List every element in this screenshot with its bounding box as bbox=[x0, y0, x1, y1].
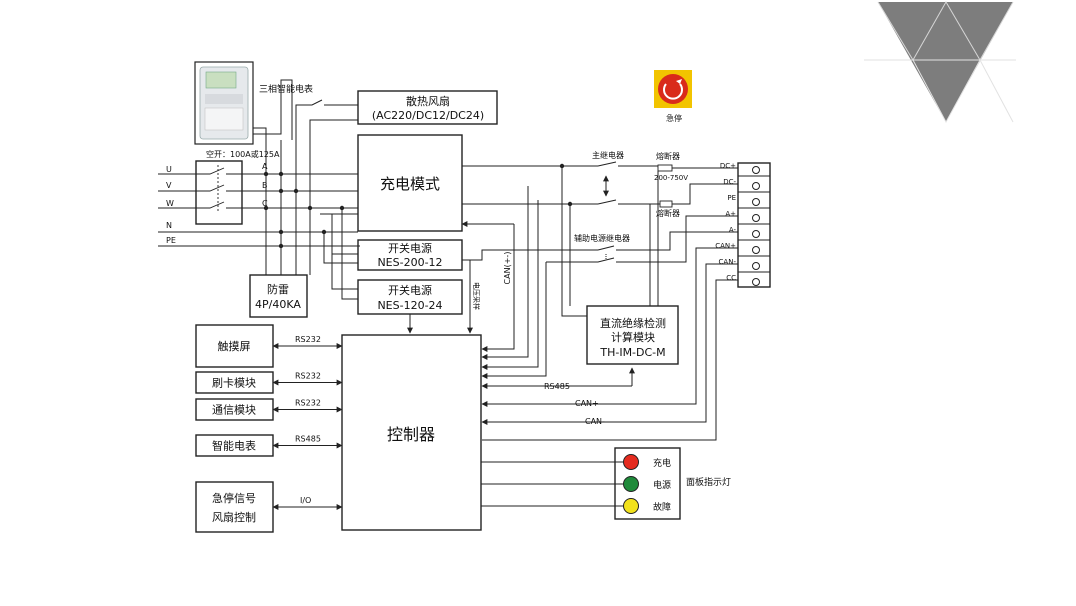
estop-icon bbox=[654, 70, 692, 108]
terminal-label: CAN- bbox=[719, 258, 737, 266]
fuse1-label: 熔断器 bbox=[656, 151, 680, 161]
phase-u: U bbox=[166, 165, 172, 174]
insulation-line2: 计算模块 bbox=[611, 330, 655, 344]
psu-nes-120-24 bbox=[357, 279, 463, 315]
controller-box bbox=[341, 334, 482, 531]
indicator-lamp bbox=[623, 476, 639, 492]
phase-v: V bbox=[166, 181, 172, 190]
charging-module-label: 充电模式 bbox=[380, 175, 440, 193]
terminal-screw bbox=[752, 214, 760, 222]
fan-line2: (AC220/DC12/DC24) bbox=[372, 109, 484, 122]
indicator-lamp bbox=[623, 454, 639, 470]
io-bus-label: I/O bbox=[300, 496, 311, 505]
corner-decoration bbox=[864, 1, 1016, 124]
line-c: C bbox=[262, 199, 268, 208]
controller-label: 控制器 bbox=[387, 425, 435, 444]
fuse2-label: 熔断器 bbox=[656, 208, 680, 218]
insulation-monitor-box bbox=[586, 305, 679, 365]
device-bus-label: RS485 bbox=[295, 435, 321, 444]
terminal-label: A+ bbox=[725, 210, 736, 218]
psu1-line2: NES-200-12 bbox=[377, 256, 442, 269]
io-line2: 风扇控制 bbox=[212, 510, 256, 524]
terminal-screw bbox=[752, 230, 760, 238]
terminal-screw bbox=[752, 182, 760, 190]
main-relay-label: 主继电器 bbox=[592, 150, 624, 160]
device-label: 通信模块 bbox=[212, 404, 256, 417]
neutral-n: N bbox=[166, 221, 172, 230]
insulation-line3: TH-IM-DC-M bbox=[599, 346, 665, 359]
psu2-line2: NES-120-24 bbox=[377, 299, 442, 312]
surge-line1: 防雷 bbox=[267, 282, 289, 296]
charging-module-box bbox=[357, 134, 463, 232]
surge-line2: 4P/40KA bbox=[255, 298, 301, 311]
fuse1-rating: 200-750V bbox=[654, 174, 688, 182]
aux-relay-label: 辅助电源继电器 bbox=[574, 233, 630, 243]
terminal-screw bbox=[752, 246, 760, 254]
can-label: CAN(+-) bbox=[503, 252, 512, 285]
io-box bbox=[195, 481, 274, 533]
indicator-lamp bbox=[623, 498, 639, 514]
insulation-line1: 直流绝缘检测 bbox=[600, 316, 666, 330]
device-box bbox=[195, 324, 274, 368]
terminal-screw bbox=[752, 278, 760, 286]
fuse-2 bbox=[659, 200, 673, 208]
phase-w: W bbox=[166, 199, 174, 208]
terminal-screw bbox=[752, 262, 760, 270]
psu1-line1: 开关电源 bbox=[388, 241, 432, 255]
indicator-label: 充电 bbox=[653, 457, 671, 469]
device-bus-label: RS232 bbox=[295, 335, 321, 344]
meter-label: 三相智能电表 bbox=[259, 83, 313, 95]
can-minus-label: CAN- bbox=[585, 417, 605, 426]
terminal-label: A- bbox=[729, 226, 737, 234]
can-plus-label: CAN+ bbox=[575, 399, 599, 408]
smart-meter-picture bbox=[194, 61, 254, 145]
device-bus-label: RS232 bbox=[295, 399, 321, 408]
voltage-sample-label: 电压采样 bbox=[472, 282, 481, 310]
line-a: A bbox=[262, 162, 268, 171]
io-line1: 急停信号 bbox=[212, 491, 256, 505]
line-b: B bbox=[262, 181, 268, 190]
main-breaker bbox=[195, 160, 243, 225]
estop-label: 急停 bbox=[666, 113, 682, 123]
terminal-label: DC+ bbox=[720, 162, 736, 170]
device-bus-label: RS232 bbox=[295, 372, 321, 381]
surge-protector bbox=[249, 274, 308, 318]
indicator-label: 故障 bbox=[653, 501, 671, 513]
terminal-label: CAN+ bbox=[715, 242, 736, 250]
earth-pe: PE bbox=[166, 236, 176, 245]
terminal-rows: DC+ DC- PE A+ A- CAN+ CAN- CC bbox=[715, 162, 770, 286]
lights-title: 面板指示灯 bbox=[686, 476, 731, 488]
peripheral-devices: 触摸屏 RS232 刷卡模块 RS232 通信模块 RS232 智能电表 RS485 bbox=[195, 324, 343, 457]
fan-line1: 散热风扇 bbox=[406, 94, 450, 108]
device-label: 智能电表 bbox=[212, 439, 256, 453]
terminal-label: PE bbox=[727, 194, 736, 202]
psu2-line1: 开关电源 bbox=[388, 283, 432, 297]
psu-nes-200-12 bbox=[357, 239, 463, 271]
cooling-fan-box bbox=[357, 90, 498, 125]
terminal-screw bbox=[752, 166, 760, 174]
device-label: 刷卡模块 bbox=[212, 377, 256, 390]
rs485-label: RS485 bbox=[544, 382, 570, 391]
terminal-label: DC- bbox=[723, 178, 736, 186]
breaker-label: 空开：100A或125A bbox=[206, 149, 280, 159]
terminal-label: CC bbox=[726, 274, 736, 282]
device-label: 触摸屏 bbox=[218, 339, 251, 353]
terminal-screw bbox=[752, 198, 760, 206]
fuse-1 bbox=[657, 164, 673, 172]
indicator-label: 电源 bbox=[653, 479, 671, 491]
